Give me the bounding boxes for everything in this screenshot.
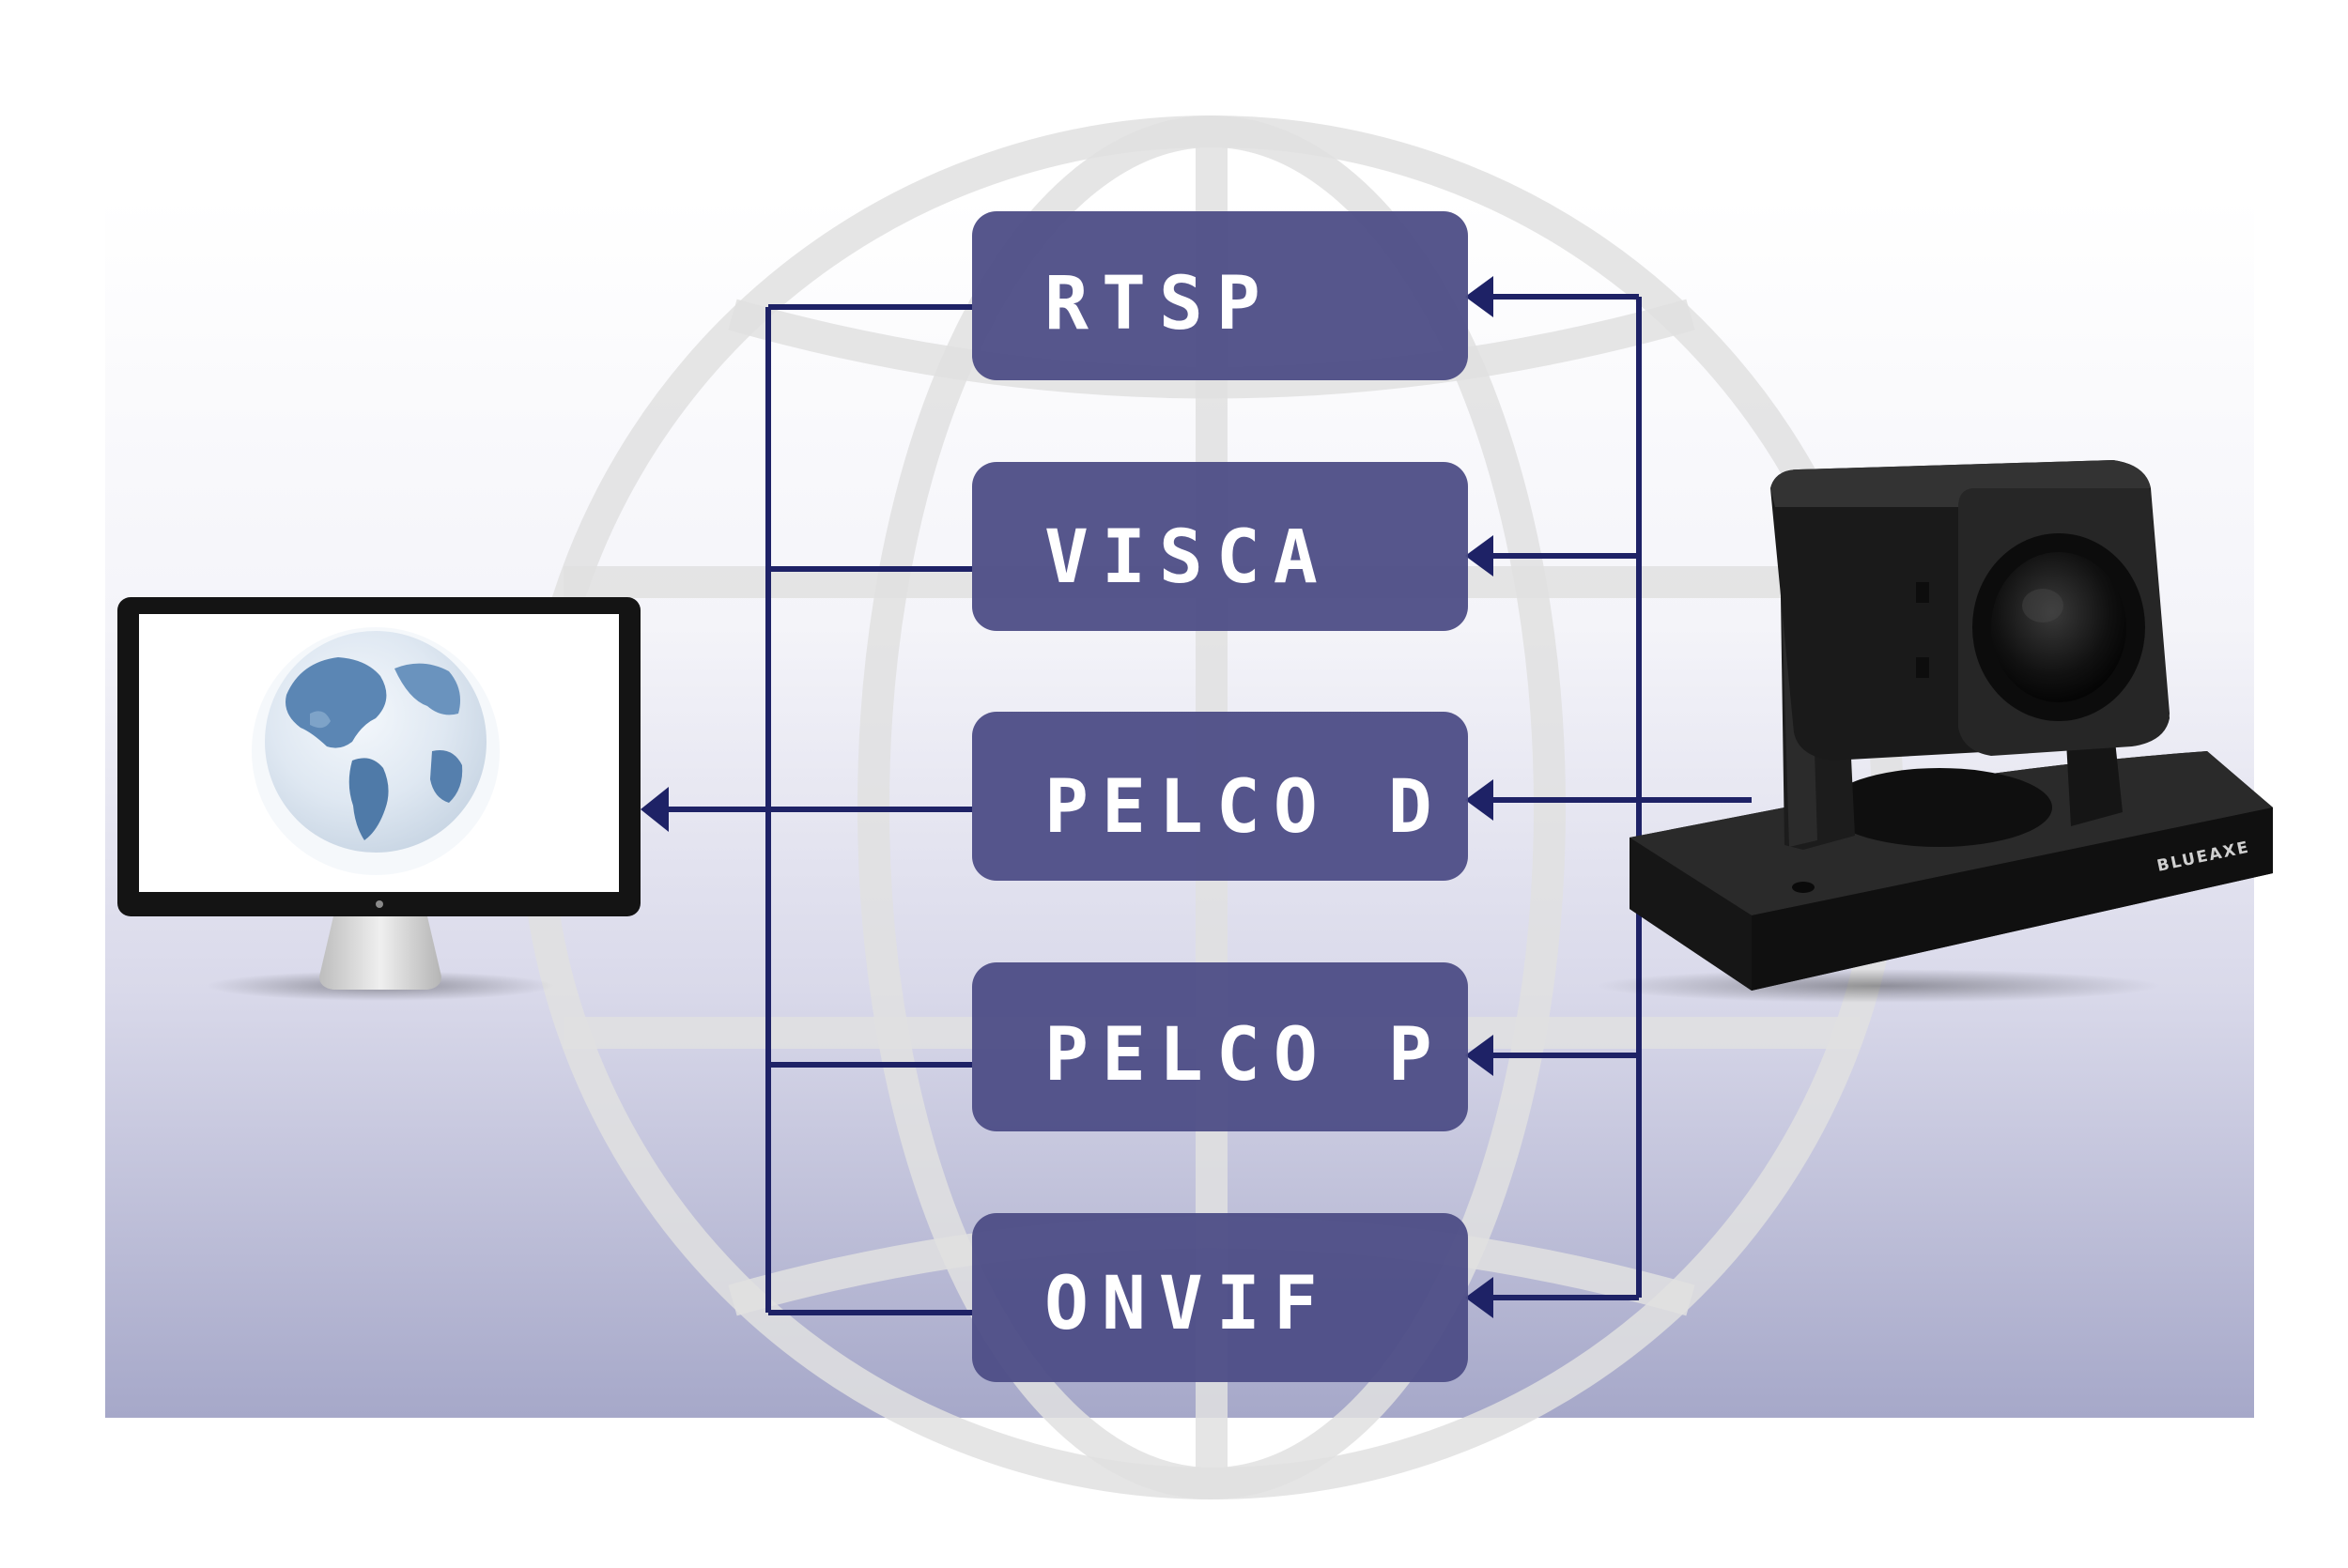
protocol-label-onvif: ONVIF: [1044, 1262, 1331, 1346]
computer-monitor-icon: [117, 597, 641, 1001]
protocol-box-rtsp: RTSP: [972, 211, 1468, 380]
protocol-label-pelco-p: PELCO P: [1044, 1013, 1445, 1098]
apple-logo-icon: [376, 900, 383, 908]
protocol-box-visca: VISCA: [972, 462, 1468, 631]
arrow-to-rtsp: [1465, 276, 1493, 317]
arrowheads: [641, 276, 1493, 1318]
arrow-to-pelco-p: [1465, 1035, 1493, 1076]
arrow-to-onvif: [1465, 1277, 1493, 1318]
arrow-to-visca: [1465, 535, 1493, 576]
earth-globe-icon: [252, 627, 500, 875]
ptz-camera-icon: BLUEAXE: [1597, 460, 2273, 1003]
protocol-label-rtsp: RTSP: [1044, 262, 1274, 346]
protocol-box-onvif: ONVIF: [972, 1213, 1468, 1382]
arrow-to-monitor: [641, 787, 669, 832]
protocol-box-pelco-d: PELCO D: [972, 712, 1468, 881]
protocol-box-pelco-p: PELCO P: [972, 962, 1468, 1131]
protocol-label-pelco-d: PELCO D: [1044, 765, 1445, 850]
arrow-to-pelco-d: [1465, 779, 1493, 821]
protocol-label-visca: VISCA: [1044, 515, 1331, 600]
connector-lines: [657, 294, 1752, 1315]
